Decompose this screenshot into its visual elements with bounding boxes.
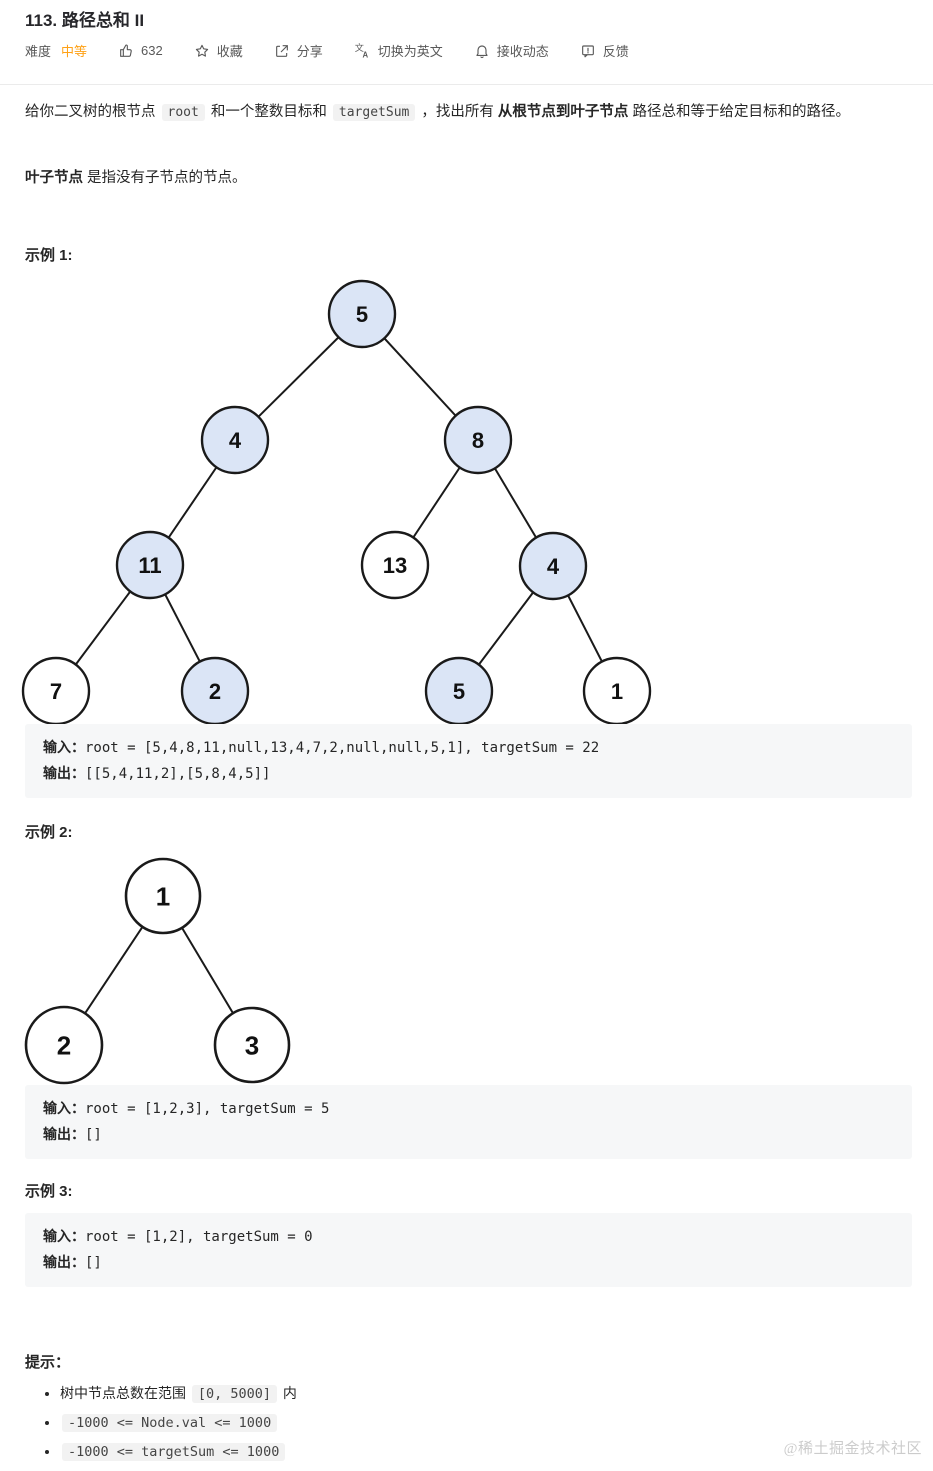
- tree-node: [327, 279, 397, 349]
- example2-input-value: root = [1,2,3], targetSum = 5: [85, 1101, 330, 1117]
- svg-text:4: 4: [229, 428, 242, 453]
- problem-description-p1: 给你二叉树的根节点 root 和一个整数目标和 targetSum ，找出所有 …: [25, 104, 850, 121]
- svg-text:13: 13: [383, 553, 407, 578]
- svg-text:1: 1: [156, 881, 170, 911]
- output-label: 输出：: [43, 1255, 85, 1271]
- hint-item-targetsum: -1000 <= targetSum <= 1000: [60, 1441, 900, 1462]
- example2-heading: 示例 2:: [25, 824, 73, 841]
- example2-io-block: 输入：root = [1,2,3], targetSum = 5 输出：[]: [25, 1085, 912, 1159]
- svg-text:11: 11: [138, 553, 161, 578]
- problem-description-p2: 叶子节点 是指没有子节点的节点。: [25, 170, 247, 186]
- share-icon: [274, 43, 290, 59]
- example3-heading: 示例 3:: [25, 1183, 73, 1200]
- favorite-label: 收藏: [216, 44, 243, 59]
- svg-text:4: 4: [547, 554, 560, 579]
- feedback-button[interactable]: 反馈: [580, 41, 629, 60]
- inline-code-targetsum-range: -1000 <= targetSum <= 1000: [62, 1443, 286, 1461]
- input-label: 输入：: [43, 740, 85, 756]
- svg-text:文: 文: [354, 42, 363, 53]
- share-label: 分享: [296, 44, 323, 59]
- output-label: 输出：: [43, 766, 85, 782]
- feedback-icon: [580, 43, 596, 59]
- example2-output-line: 输出：[]: [43, 1122, 894, 1148]
- svg-text:5: 5: [453, 679, 465, 704]
- example3-output-value: []: [85, 1255, 102, 1271]
- hint-item-node-val: -1000 <= Node.val <= 1000: [60, 1412, 900, 1433]
- favorite-button[interactable]: 收藏: [194, 41, 243, 60]
- bell-icon: [474, 43, 490, 59]
- svg-text:2: 2: [57, 1030, 71, 1060]
- bold-root-to-leaf: 从根节点到叶子节点: [497, 104, 629, 120]
- page-title: 113. 路径总和 II: [25, 11, 145, 30]
- example1-output-value: [[5,4,11,2],[5,8,4,5]]: [85, 766, 271, 782]
- difficulty-badge[interactable]: 中等: [61, 44, 88, 59]
- subscribe-button[interactable]: 接收动态: [474, 41, 549, 60]
- share-button[interactable]: 分享: [274, 41, 323, 60]
- tree-node: [360, 530, 430, 600]
- tree-node: [200, 405, 270, 475]
- svg-text:7: 7: [50, 679, 62, 704]
- thumbs-up-icon: [118, 43, 134, 59]
- inline-code-root: root: [161, 104, 205, 121]
- example1-input-line: 输入：root = [5,4,8,11,null,13,4,7,2,null,n…: [43, 735, 894, 761]
- example1-tree-diagram: 5 4 8 11 13 4 7 2 5 1: [21, 279, 652, 726]
- example2-tree-diagram: 1 2 3: [24, 857, 291, 1085]
- tree-node: [124, 857, 202, 935]
- example2-input-line: 输入：root = [1,2,3], targetSum = 5: [43, 1096, 894, 1122]
- toolbar-divider: [0, 84, 933, 85]
- input-label: 输入：: [43, 1229, 85, 1245]
- like-button[interactable]: 632: [118, 43, 163, 59]
- svg-text:2: 2: [209, 679, 221, 704]
- svg-text:1: 1: [611, 679, 623, 704]
- subscribe-label: 接收动态: [496, 44, 549, 59]
- example2-output-value: []: [85, 1127, 102, 1143]
- hints-heading: 提示：: [25, 1354, 71, 1371]
- difficulty-label: 难度: [25, 44, 52, 59]
- svg-text:5: 5: [356, 302, 368, 327]
- inline-code-targetsum: targetSum: [332, 104, 416, 121]
- watermark: @稀土掘金技术社区: [783, 1441, 922, 1457]
- tree-node: [518, 531, 588, 601]
- inline-code-range: [0, 5000]: [191, 1385, 278, 1403]
- tree-node: [443, 405, 513, 475]
- example1-input-value: root = [5,4,8,11,null,13,4,7,2,null,null…: [85, 740, 600, 756]
- svg-text:3: 3: [245, 1030, 259, 1060]
- svg-text:8: 8: [472, 428, 484, 453]
- example1-output-line: 输出：[[5,4,11,2],[5,8,4,5]]: [43, 761, 894, 787]
- input-label: 输入：: [43, 1101, 85, 1117]
- hint-item-node-count: 树中节点总数在范围 [0, 5000] 内: [60, 1383, 900, 1404]
- output-label: 输出：: [43, 1127, 85, 1143]
- example1-heading: 示例 1:: [25, 247, 73, 264]
- tree-node: [213, 1006, 291, 1084]
- example1-io-block: 输入：root = [5,4,8,11,null,13,4,7,2,null,n…: [25, 724, 912, 798]
- example3-io-block: 输入：root = [1,2], targetSum = 0 输出：[]: [25, 1213, 912, 1287]
- example3-input-value: root = [1,2], targetSum = 0: [85, 1229, 313, 1245]
- inline-code-nodeval: -1000 <= Node.val <= 1000: [62, 1414, 278, 1432]
- tree-node: [115, 530, 185, 600]
- star-icon: [194, 43, 210, 59]
- feedback-label: 反馈: [602, 44, 629, 59]
- translate-label: 切换为英文: [377, 44, 443, 59]
- hints-list: 树中节点总数在范围 [0, 5000] 内 -1000 <= Node.val …: [40, 1383, 900, 1470]
- tree-node: [24, 1005, 104, 1085]
- svg-text:A: A: [362, 51, 368, 59]
- example3-input-line: 输入：root = [1,2], targetSum = 0: [43, 1224, 894, 1250]
- like-count: 632: [141, 43, 163, 58]
- difficulty: 难度 中等: [25, 41, 87, 60]
- bold-leaf-node: 叶子节点: [25, 170, 83, 186]
- example3-output-line: 输出：[]: [43, 1250, 894, 1276]
